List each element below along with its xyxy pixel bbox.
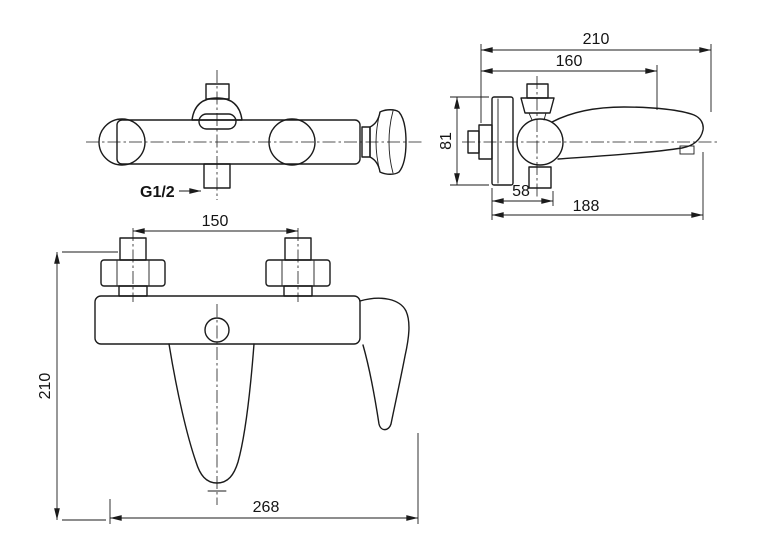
body-outline-front xyxy=(94,295,361,345)
shower-outlet-square-top xyxy=(203,163,231,189)
diverter-knob-cap xyxy=(526,83,549,99)
dim-text-wall-to-outlet: 58 xyxy=(512,183,530,200)
cartridge-cap xyxy=(205,83,230,100)
lever-handle-side-outline xyxy=(551,106,704,160)
spout-front-outline xyxy=(168,343,255,484)
top-view: G1/2 xyxy=(86,70,422,201)
spout-aerator-detail xyxy=(679,145,695,155)
front-view: 150 210 268 xyxy=(37,213,419,524)
cartridge-dome xyxy=(191,97,243,121)
dim-text-spout-length: 188 xyxy=(573,198,600,215)
side-view: 210 160 81 58 188 xyxy=(438,31,720,220)
shower-outlet-square-side xyxy=(528,166,552,189)
dim-text-overall-width: 268 xyxy=(253,499,280,516)
thread-size-label: G1/2 xyxy=(140,184,175,201)
wall-plate xyxy=(491,96,514,186)
body-circle-side xyxy=(516,118,564,166)
dim-text-body-height: 81 xyxy=(438,132,455,150)
cartridge-slot xyxy=(198,113,237,130)
diverter-knob-collar xyxy=(520,97,555,114)
lever-handle-front-outline xyxy=(359,297,410,431)
knob-neck-left-line xyxy=(528,112,533,121)
body-front-circle xyxy=(204,317,230,343)
dim-text-overall-length: 210 xyxy=(583,31,610,48)
spout-bell-contour-1 xyxy=(375,111,381,173)
dim-text-spout-reach: 160 xyxy=(556,53,583,70)
wall-fitting-inner xyxy=(467,130,480,154)
dim-text-overall-height: 210 xyxy=(37,373,54,400)
knob-neck-right-line xyxy=(543,112,547,121)
right-escutcheon-circle xyxy=(268,118,316,166)
dim-text-inlet-centers: 150 xyxy=(202,213,229,230)
left-escutcheon-circle xyxy=(98,118,146,166)
spout-bell-contour-2 xyxy=(388,110,394,174)
